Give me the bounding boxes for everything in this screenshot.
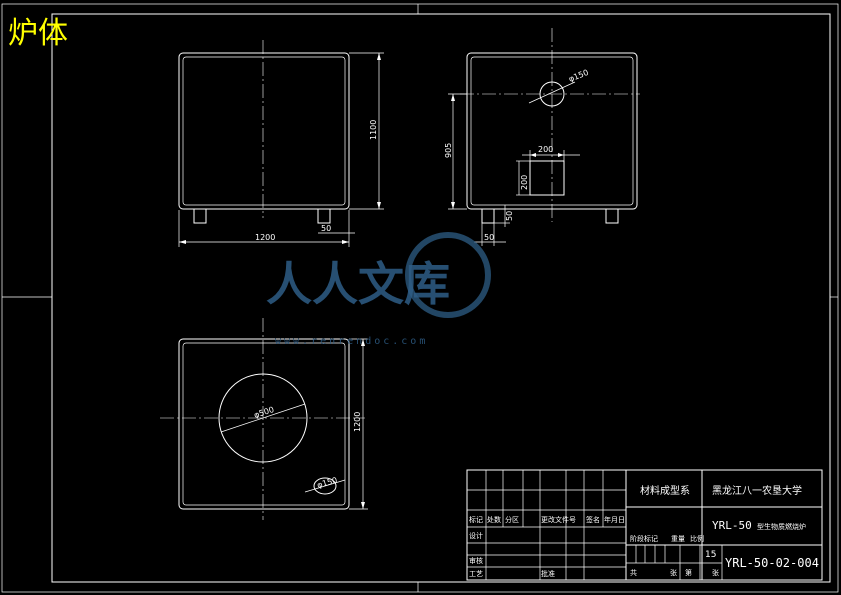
tb-sheet-total-unit: 张 xyxy=(670,568,677,577)
side-leg-h-dim: 50 xyxy=(505,211,514,221)
tb-scale: 比例 xyxy=(690,534,704,543)
top-height-dim: 1200 xyxy=(353,412,362,432)
tb-sheet-num-unit: 张 xyxy=(712,568,719,577)
front-width-dim: 1200 xyxy=(255,233,275,242)
title-block: 标记 处数 分区 更改文件号 签名 年月日 设计 审核 工艺 批准 阶段标记 重… xyxy=(466,469,823,581)
side-height-dim: 905 xyxy=(444,143,453,158)
tb-sheet-total: 共 xyxy=(630,568,637,577)
watermark-url: www.renrendoc.com xyxy=(275,336,428,347)
front-leg-dim: 50 xyxy=(321,224,331,233)
tb-stage-mark: 阶段标记 xyxy=(630,534,658,543)
side-view: φ150 200 200 905 50 50 xyxy=(444,28,640,246)
tb-sign-design: 设计 xyxy=(469,531,483,540)
tb-weight: 重量 xyxy=(671,535,685,543)
tb-label-mark: 标记 xyxy=(469,515,483,524)
inner-frame xyxy=(51,13,831,583)
outer-border xyxy=(1,3,839,593)
tb-label-count: 处数 xyxy=(487,515,501,524)
tb-label-date: 年月日 xyxy=(604,515,625,524)
tb-drawing-name-suffix: 型生物质燃烧炉 xyxy=(757,522,806,531)
tb-sign-approve: 批准 xyxy=(541,569,555,578)
tb-sheet-num: 第 xyxy=(685,568,692,577)
top-view: φ500 φ150 1200 xyxy=(160,318,368,520)
tb-sign-review: 审核 xyxy=(469,556,483,565)
watermark: 人人文库 www.renrendoc.com xyxy=(266,232,491,347)
side-hole-dim: φ150 xyxy=(567,68,589,84)
tb-sign-process: 工艺 xyxy=(469,570,483,578)
side-opening-h-dim: 200 xyxy=(520,175,529,190)
tb-label-change: 更改文件号 xyxy=(541,515,576,524)
side-opening-w-dim: 200 xyxy=(538,145,553,154)
tb-department: 材料成型系 xyxy=(640,484,690,497)
tb-sheet-number: 15 xyxy=(705,550,716,560)
side-leg-w-dim: 50 xyxy=(484,233,494,242)
top-small-hole-dim: φ150 xyxy=(316,476,338,490)
drawing-title: 炉体 xyxy=(8,16,68,51)
front-view: 1200 50 1100 xyxy=(178,40,384,247)
tb-label-sign: 签名 xyxy=(586,515,600,524)
tb-university: 黑龙江八一农垦大学 xyxy=(712,484,802,497)
tb-drawing-number: YRL-50-02-004 xyxy=(725,556,819,570)
tb-drawing-name-code: YRL-50 xyxy=(712,519,752,532)
tb-label-zone: 分区 xyxy=(505,515,519,524)
front-height-dim: 1100 xyxy=(369,120,378,140)
watermark-brand: 人人文库 xyxy=(266,257,450,311)
